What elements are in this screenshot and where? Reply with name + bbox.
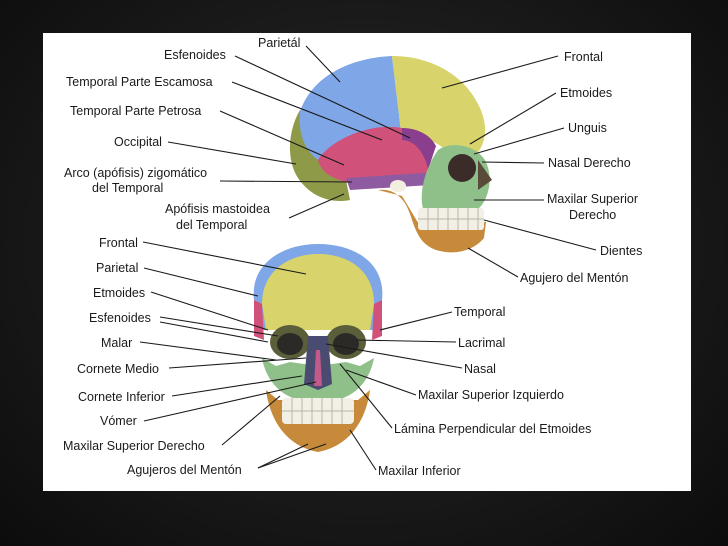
frontal-temporal-left xyxy=(254,300,264,340)
frontal-vomer xyxy=(314,350,322,386)
label-frontal-vomer: Vómer xyxy=(100,414,137,428)
label-frontal-esfenoides: Esfenoides xyxy=(89,311,151,325)
lateral-sphenoid-bone xyxy=(402,128,436,170)
label-frontal-lacrimal: Lacrimal xyxy=(458,336,505,350)
lateral-ear-canal xyxy=(390,180,406,192)
label-lateral-maxilar-superior: Maxilar Superior xyxy=(547,192,638,206)
label-frontal-maxilar-superior-izquierdo: Maxilar Superior Izquierdo xyxy=(418,388,564,402)
label-frontal-maxilar-inferior: Maxilar Inferior xyxy=(378,464,461,478)
label-frontal-temporal: Temporal xyxy=(454,305,505,319)
label-lateral-nasal-derecho: Nasal Derecho xyxy=(548,156,631,170)
lateral-leader-lines xyxy=(167,45,597,278)
label-lateral-temporal-escamosa: Temporal Parte Escamosa xyxy=(66,75,213,89)
label-lateral-occipital: Occipital xyxy=(114,135,162,149)
frontal-frontal-bone xyxy=(262,254,374,330)
label-lateral-etmoides: Etmoides xyxy=(560,86,612,100)
label-frontal-maxilar-superior-derecho: Maxilar Superior Derecho xyxy=(63,439,205,453)
frontal-orbit-left-inner xyxy=(277,333,303,355)
label-frontal-cornete-medio: Cornete Medio xyxy=(77,362,159,376)
frontal-temporal-right xyxy=(372,300,382,340)
label-lateral-parietal: Parietál xyxy=(258,36,300,50)
label-lateral-maxilar-superior-2: Derecho xyxy=(569,208,616,222)
frontal-skull xyxy=(253,244,383,452)
frontal-orbit-right-inner xyxy=(333,333,359,355)
frontal-leader-lines xyxy=(139,241,463,471)
label-frontal-cornete-inferior: Cornete Inferior xyxy=(78,390,165,404)
label-lateral-temporal-petrosa: Temporal Parte Petrosa xyxy=(70,104,201,118)
lateral-skull xyxy=(289,56,492,253)
label-lateral-esfenoides: Esfenoides xyxy=(164,48,226,62)
label-lateral-agujero-menton: Agujero del Mentón xyxy=(520,271,628,285)
label-lateral-apofisis-mastoidea: Apófisis mastoidea xyxy=(165,202,270,216)
label-frontal-lamina-perpendicular: Lámina Perpendicular del Etmoides xyxy=(394,422,591,436)
label-frontal-frontal: Frontal xyxy=(99,236,138,250)
lateral-frontal-bone xyxy=(392,56,486,152)
lateral-mandible-bone xyxy=(378,189,486,253)
label-frontal-nasal: Nasal xyxy=(464,362,496,376)
label-lateral-unguis: Unguis xyxy=(568,121,607,135)
label-lateral-apofisis-mastoidea-2: del Temporal xyxy=(176,218,247,232)
lateral-temporal-bone xyxy=(318,126,430,188)
label-lateral-frontal: Frontal xyxy=(564,50,603,64)
lateral-orbit xyxy=(448,154,476,182)
lateral-labels: Parietál Esfenoides Temporal Parte Escam… xyxy=(64,36,642,285)
frontal-labels: Frontal Parietal Etmoides Esfenoides Mal… xyxy=(63,236,591,478)
lateral-nasal-cavity xyxy=(478,160,492,190)
label-frontal-etmoides: Etmoides xyxy=(93,286,145,300)
label-lateral-arco-zigomatico: Arco (apófisis) zigomático xyxy=(64,166,207,180)
label-frontal-agujeros-menton: Agujeros del Mentón xyxy=(127,463,242,477)
label-lateral-arco-zigomatico-2: del Temporal xyxy=(92,181,163,195)
label-frontal-malar: Malar xyxy=(101,336,132,350)
label-frontal-parietal: Parietal xyxy=(96,261,138,275)
label-lateral-dientes: Dientes xyxy=(600,244,642,258)
